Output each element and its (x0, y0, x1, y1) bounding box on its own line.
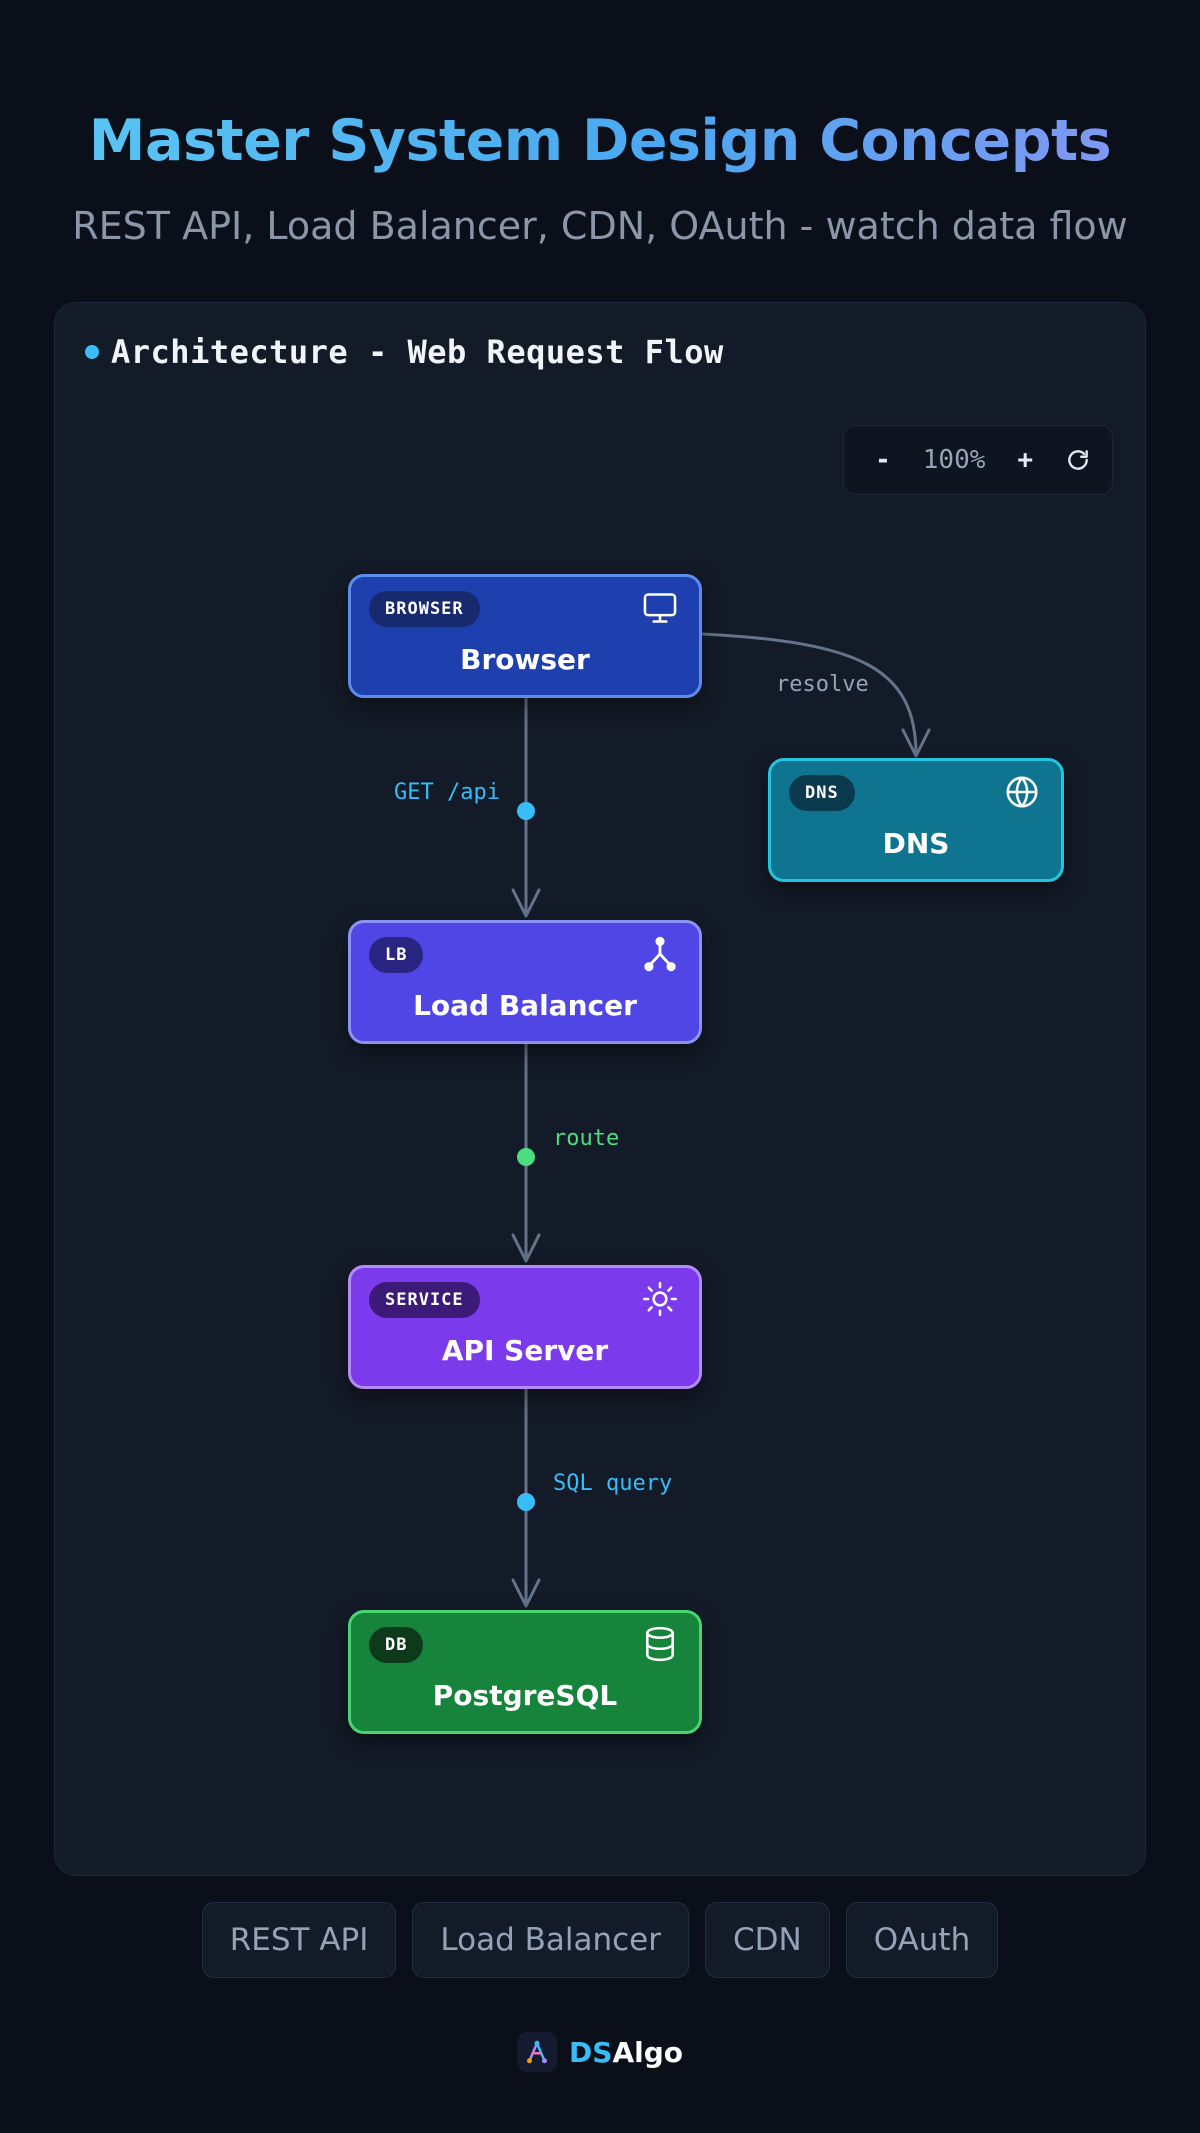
node-api-server[interactable]: SERVICE API Server (348, 1265, 702, 1389)
brand-logo-icon (517, 2032, 558, 2072)
node-badge: DNS (789, 775, 855, 811)
node-label: PostgreSQL (432, 1679, 618, 1712)
zoom-in-button[interactable]: + (1017, 445, 1034, 475)
node-dns[interactable]: DNS DNS (768, 758, 1064, 882)
status-dot (85, 345, 99, 359)
edge-label-route: route (553, 1126, 620, 1151)
database-icon (646, 1626, 674, 1662)
node-badge: SERVICE (369, 1282, 480, 1318)
zoom-controls: - 100% + (843, 425, 1113, 495)
sun-icon (642, 1281, 678, 1317)
split-icon (644, 936, 676, 972)
node-badge: DB (369, 1627, 424, 1663)
node-label: DNS (882, 827, 950, 860)
zoom-level: 100% (922, 445, 986, 475)
edge-label-resolve: resolve (776, 672, 869, 697)
page-title: Master System Design Concepts (0, 108, 1200, 174)
node-label: Load Balancer (413, 989, 637, 1022)
reset-zoom-button[interactable] (1065, 447, 1091, 473)
node-badge: BROWSER (369, 591, 480, 627)
node-load-balancer[interactable]: LB Load Balancer (348, 920, 702, 1044)
brand: DSAlgo (0, 2032, 1200, 2072)
node-label: Browser (460, 643, 590, 676)
node-badge: LB (369, 937, 424, 973)
edge-label-get: GET /api (394, 780, 500, 805)
chip-rest-api[interactable]: REST API (201, 1902, 397, 1978)
panel-header: Architecture - Web Request Flow (85, 333, 724, 371)
brand-name: DSAlgo (569, 2036, 683, 2069)
refresh-icon (1068, 450, 1088, 470)
brand-suffix: Algo (612, 2035, 683, 2069)
chip-load-balancer[interactable]: Load Balancer (412, 1902, 689, 1978)
brand-prefix: DS (569, 2035, 613, 2069)
chip-oauth[interactable]: OAuth (845, 1902, 999, 1978)
panel-title: Architecture - Web Request Flow (111, 333, 724, 371)
node-label: API Server (441, 1334, 609, 1367)
chip-cdn[interactable]: CDN (705, 1902, 830, 1978)
monitor-icon (643, 593, 677, 623)
node-browser[interactable]: BROWSER Browser (348, 574, 702, 698)
edge-label-sql: SQL query (553, 1471, 673, 1496)
page-subtitle: REST API, Load Balancer, CDN, OAuth - wa… (72, 204, 1128, 248)
node-postgresql[interactable]: DB PostgreSQL (348, 1610, 702, 1734)
globe-icon (1006, 776, 1038, 808)
topic-chips: REST API Load Balancer CDN OAuth (0, 1902, 1200, 1978)
zoom-out-button[interactable]: - (875, 445, 891, 475)
